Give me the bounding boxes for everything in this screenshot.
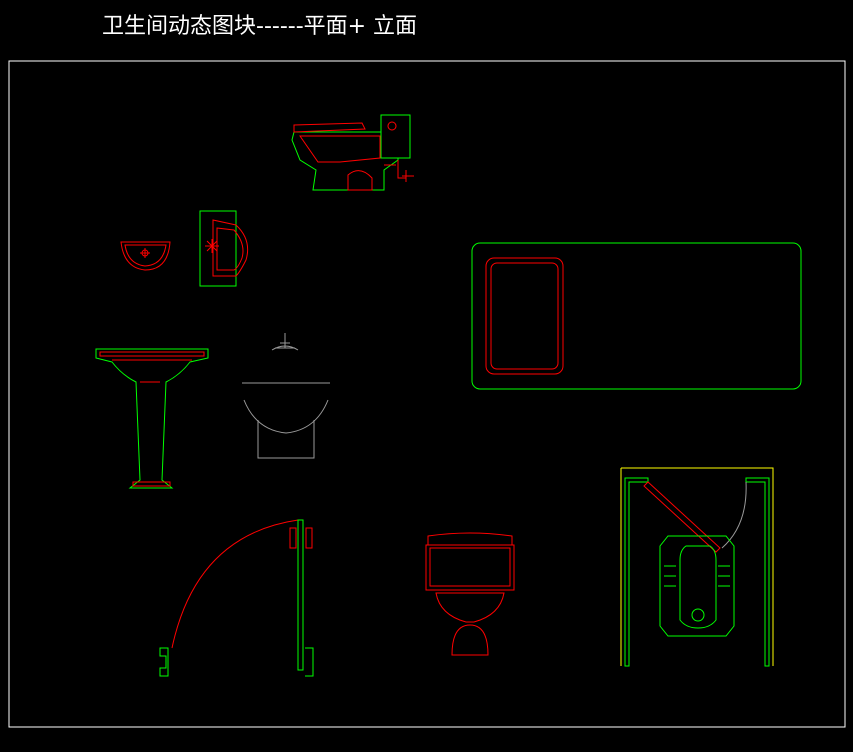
urinal-side-elevation xyxy=(199,210,249,287)
sink-basin-plan xyxy=(120,241,171,271)
toilet-front-elevation xyxy=(425,532,515,656)
bathtub-plan xyxy=(471,242,802,390)
squat-toilet-stall-plan xyxy=(620,467,774,667)
wall-basin-section xyxy=(242,333,330,459)
drawing-frame xyxy=(8,60,846,728)
drawing-title: 卫生间动态图块------平面+ 立面 xyxy=(102,14,418,39)
pedestal-basin-front-elevation xyxy=(95,348,209,489)
swing-door-plan xyxy=(159,519,314,677)
toilet-side-elevation xyxy=(291,114,414,191)
